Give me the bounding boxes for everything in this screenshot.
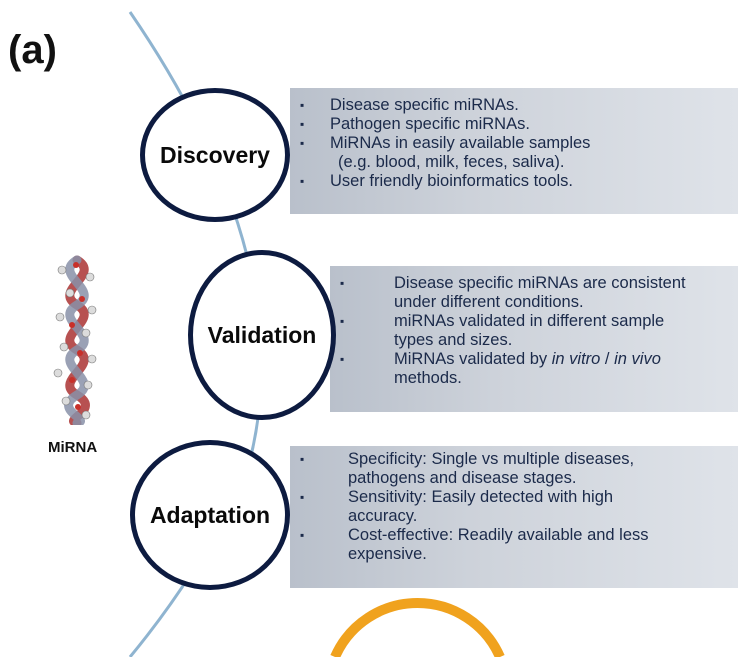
list-item: MiRNAs in easily available samples (290, 134, 738, 153)
list-item-continuation: methods. (394, 369, 462, 387)
list-item: Cost-effective: Readily available and le… (290, 526, 738, 545)
discovery-description-box: Disease specific miRNAs. Pathogen specif… (290, 88, 738, 214)
adaptation-list: Specificity: Single vs multiple diseases… (290, 450, 738, 564)
list-item-continuation: pathogens and disease stages. (348, 469, 577, 487)
helix-oxygens (69, 262, 85, 410)
discovery-list: Disease specific miRNAs. Pathogen specif… (290, 96, 738, 191)
list-item: miRNAs validated in different sample (330, 312, 738, 331)
helix-atoms (53, 265, 97, 420)
list-item: Disease specific miRNAs are consistent (330, 274, 738, 293)
adaptation-circle: Adaptation (130, 440, 290, 590)
list-item-continuation: expensive. (348, 545, 427, 563)
mirna-label: MiRNA (48, 439, 98, 456)
list-item: Pathogen specific miRNAs. (290, 115, 738, 134)
list-item: User friendly bioinformatics tools. (290, 172, 738, 191)
list-item-continuation: accuracy. (348, 507, 418, 525)
discovery-circle: Discovery (140, 88, 290, 222)
list-item-continuation: (e.g. blood, milk, feces, saliva). (338, 153, 565, 171)
validation-list: Disease specific miRNAs are consistent u… (330, 274, 738, 388)
list-item: MiRNAs validated by in vitro / in vivo (330, 350, 738, 369)
list-item-continuation: under different conditions. (394, 293, 584, 311)
list-item: Specificity: Single vs multiple diseases… (290, 450, 738, 469)
validation-circle: Validation (188, 250, 336, 420)
validation-title: Validation (207, 321, 317, 348)
panel-label: (a) (8, 28, 57, 72)
helix-backbone (64, 255, 90, 425)
list-item: Disease specific miRNAs. (290, 96, 738, 115)
adaptation-description-box: Specificity: Single vs multiple diseases… (290, 446, 738, 588)
discovery-title: Discovery (160, 141, 270, 168)
list-item: Sensitivity: Easily detected with high (290, 488, 738, 507)
list-item-continuation: types and sizes. (394, 331, 513, 349)
next-stage-ring (330, 598, 505, 657)
mirna-molecule-image (53, 255, 97, 425)
adaptation-title: Adaptation (149, 501, 271, 528)
validation-description-box: Disease specific miRNAs are consistent u… (330, 266, 738, 412)
